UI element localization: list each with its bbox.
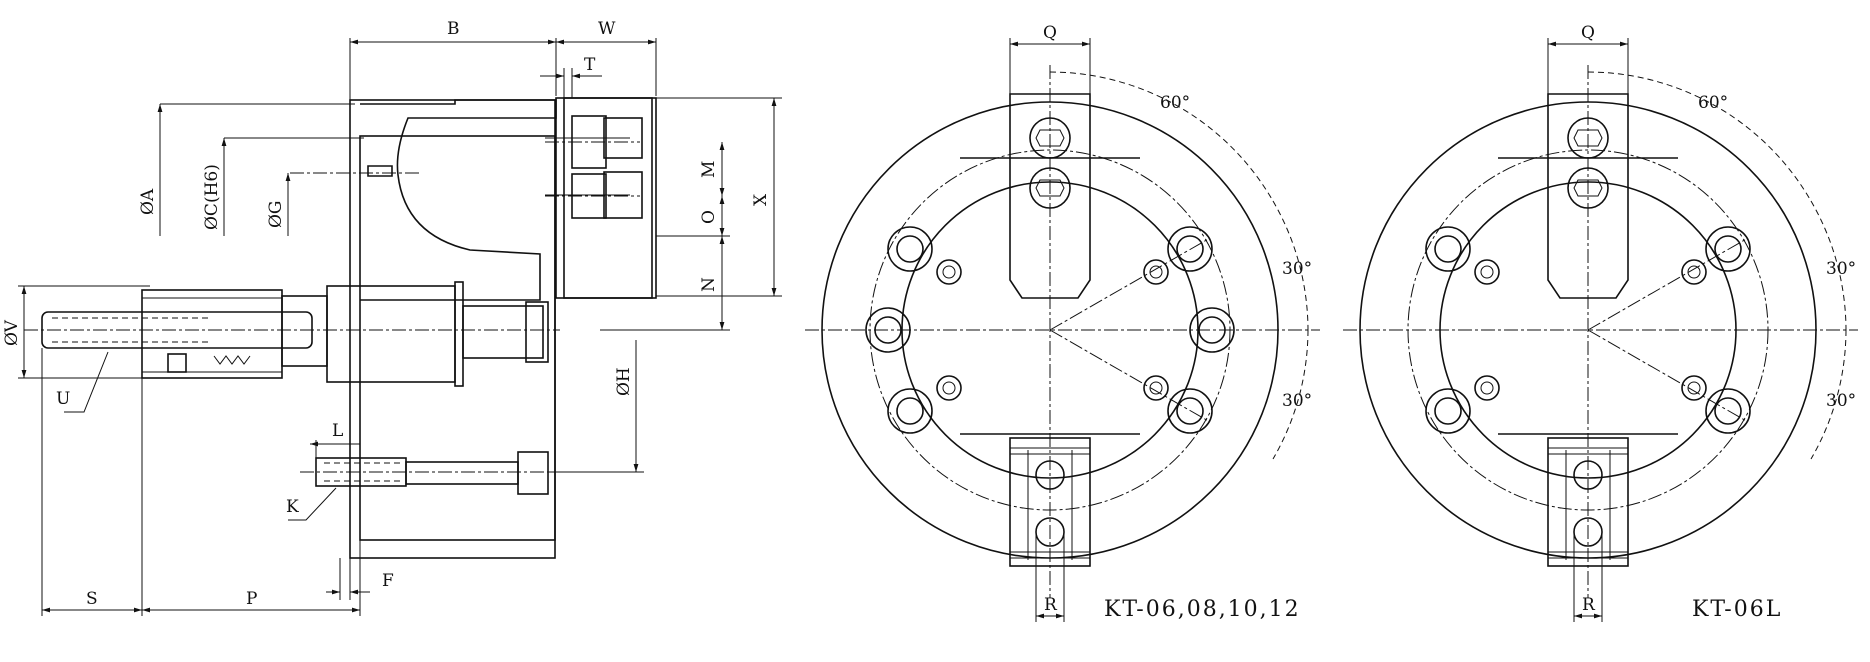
rod-end: [525, 301, 549, 363]
leader-u: [64, 351, 109, 413]
shaft-housing: [141, 289, 283, 379]
shaft-collar: [281, 295, 328, 367]
front-view-1: 60° 30° 30° Q R: [805, 23, 1320, 622]
lower-bolt-body: [405, 461, 519, 485]
arc-30-upper: [1810, 200, 1847, 331]
jaw-inner: [563, 97, 653, 299]
angle-top: 60°: [1698, 93, 1728, 113]
dim-v: ØV: [2, 319, 22, 346]
piston-rod: [462, 305, 544, 359]
dim-p: P: [246, 589, 257, 609]
arc-60: [1049, 71, 1274, 202]
bolt-holes: [1425, 226, 1751, 434]
angle-mid: 30°: [1282, 259, 1312, 279]
caption-kt-06-08-10-12: KT-06,08,10,12: [1104, 597, 1301, 622]
dim-s: S: [86, 589, 98, 609]
dim-a: ØA: [138, 188, 158, 215]
dim-l: L: [332, 421, 343, 441]
housing-curve: [360, 99, 557, 301]
top-bolt: [367, 165, 393, 177]
dim-b: B: [447, 19, 460, 39]
dim-r: R: [1582, 595, 1596, 615]
dim-r: R: [1044, 595, 1058, 615]
bottom-jaw: [1547, 437, 1629, 567]
piston-ring: [454, 281, 464, 387]
angle-top: 60°: [1160, 93, 1190, 113]
dim-w: W: [598, 19, 616, 39]
dim-n: N: [699, 277, 719, 292]
dim-f: F: [382, 571, 394, 591]
arc-30-lower: [1272, 329, 1309, 460]
dim-u: U: [56, 389, 70, 409]
angle-low: 30°: [1826, 391, 1856, 411]
bolt-holes: [865, 226, 1235, 434]
angle-mid: 30°: [1826, 259, 1856, 279]
spring: [213, 355, 251, 365]
dim-q: Q: [1043, 23, 1057, 43]
body-plate: [359, 135, 556, 541]
arc-60: [1587, 71, 1812, 202]
dim-o: O: [699, 210, 719, 224]
caption-kt-06l: KT-06L: [1692, 597, 1782, 622]
dim-t: T: [584, 55, 596, 75]
dim-x: X: [751, 193, 771, 206]
angle-low: 30°: [1282, 391, 1312, 411]
arc-30-upper: [1272, 200, 1309, 331]
body-outline: [349, 99, 556, 559]
dim-c: ØC(H6): [202, 164, 222, 230]
leader-k: [288, 487, 337, 521]
dim-g: ØG: [266, 200, 286, 228]
dim-m: M: [699, 161, 719, 178]
dim-q: Q: [1581, 23, 1595, 43]
dim-h: ØH: [614, 367, 634, 396]
lower-bolt-head: [517, 451, 549, 495]
front-view-2: 60° 30° 30° Q R: [1343, 23, 1858, 622]
side-view: B W T ØA ØC(H6) ØG M O N X ØV: [2, 19, 782, 616]
arc-30-lower: [1810, 329, 1847, 460]
dim-k: K: [286, 497, 299, 517]
set-screw: [167, 353, 187, 373]
